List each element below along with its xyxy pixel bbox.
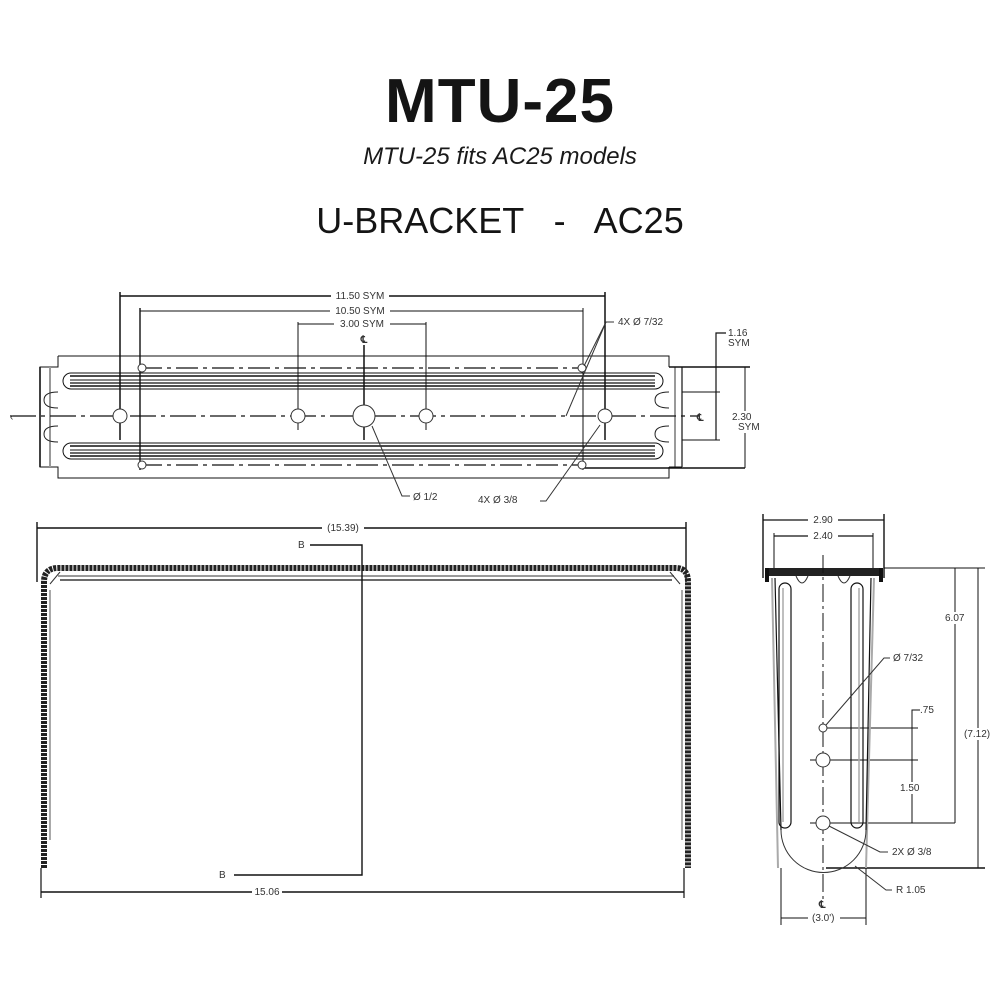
callout-mid-holes: 4X Ø 3/8 <box>478 495 518 506</box>
hole-3-8 <box>418 408 434 424</box>
arrow-left: ‹ <box>10 412 13 423</box>
dim-height-1: 1.16 <box>728 328 748 339</box>
dim-spacing: 1.50 <box>900 783 920 794</box>
dim-offset: .75 <box>920 705 934 716</box>
hole-3-8 <box>597 408 613 424</box>
callout-leaders <box>371 321 614 502</box>
dim-height-2: 2.30 <box>732 412 752 423</box>
dim-center-holes: 3.00 SYM <box>340 319 384 330</box>
section-label-bottom: B <box>219 870 226 881</box>
centerline-symbol-side: ℄ <box>818 900 826 911</box>
hole-3-8 <box>290 408 306 424</box>
top-view: 11.50 SYM 10.50 SYM 3.00 SYM ℄ <box>10 290 760 506</box>
side-view: 2.90 2.40 6.07 (7.12) .75 1.50 (3.0') ℄ <box>762 514 998 925</box>
dim-inner-width: 15.06 <box>254 887 279 898</box>
callout-small-hole-side: Ø 7/32 <box>893 653 923 664</box>
bottom-slot <box>62 442 664 460</box>
hole-1-2 <box>352 404 376 428</box>
height-dimension-lines <box>669 332 750 468</box>
callout-radius: R 1.05 <box>896 885 926 896</box>
dim-hole-to-top: 6.07 <box>945 613 965 624</box>
centerline-symbol-right: ℄ <box>696 413 704 424</box>
hole-3-8 <box>112 408 128 424</box>
edge-tabs <box>43 391 670 443</box>
dim-height-1-sym: SYM <box>728 338 750 349</box>
dim-outer-width: 2.90 <box>813 515 833 526</box>
dim-inner-holes: 10.50 SYM <box>335 306 384 317</box>
hole-7-32 <box>577 460 587 470</box>
mounting-holes <box>112 363 613 470</box>
dim-overall-height: (7.12) <box>964 729 990 740</box>
page-title: MTU-25 <box>385 67 615 136</box>
page-subtitle: MTU-25 fits AC25 models <box>363 143 637 170</box>
dim-bottom-width: (3.0') <box>812 913 834 924</box>
bracket-plate-outline <box>39 355 683 479</box>
side-bracket-profile <box>765 555 883 900</box>
callout-center-hole: Ø 1/2 <box>413 492 438 503</box>
hole-7-32 <box>137 363 147 373</box>
drawing-heading: U-BRACKET - AC25 <box>316 200 684 241</box>
centerline-symbol-top: ℄ <box>360 335 368 346</box>
hole-7-32 <box>137 460 147 470</box>
dim-height-2-sym: SYM <box>738 422 760 433</box>
dim-overall-width: (15.39) <box>327 523 359 534</box>
front-view: (15.39) 15.06 B B <box>36 522 691 898</box>
callout-bottom-holes: 2X Ø 3/8 <box>892 847 932 858</box>
dim-overall-holes: 11.50 SYM <box>336 291 385 302</box>
dim-inner-width-side: 2.40 <box>813 531 833 542</box>
section-label-top: B <box>298 540 305 551</box>
top-slot <box>62 372 664 390</box>
side-callout-leaders <box>825 657 892 891</box>
section-b-line <box>234 544 363 876</box>
callout-small-holes: 4X Ø 7/32 <box>618 317 663 328</box>
u-bracket-profile <box>41 565 691 868</box>
